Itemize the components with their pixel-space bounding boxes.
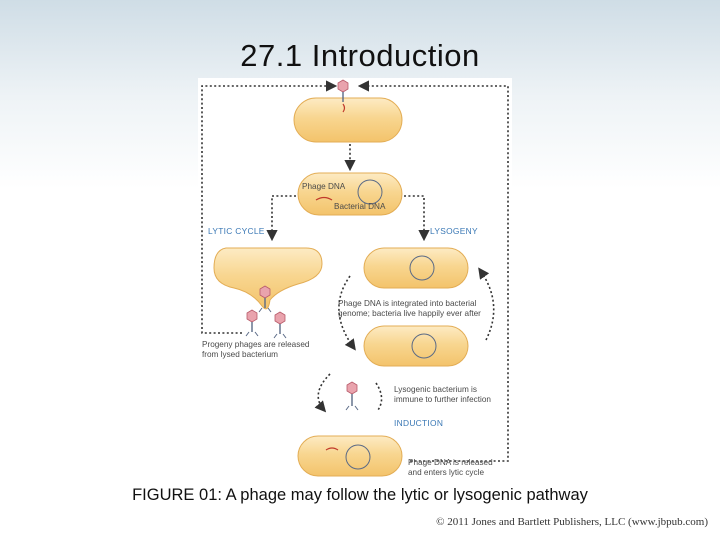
figure-caption: FIGURE 01: A phage may follow the lytic … [132,486,588,504]
infected-cell [293,97,403,143]
lifecycle-diagram [201,79,509,477]
induced-cell [297,435,403,477]
slide-title: 27.1 Introduction [240,38,480,73]
copyright-notice: © 2011 Jones and Bartlett Publishers, LL… [436,516,708,528]
lysogenic-cell-2 [363,325,469,367]
label-phage-dna: Phage DNA [302,182,346,191]
cycle-arrow-right [478,267,495,341]
heading-lytic-cycle: LYTIC CYCLE [208,226,265,236]
label-bacterial-dna: Bacterial DNA [334,202,386,211]
phage-dna-strand [315,196,333,201]
released-phage-dna [325,447,339,451]
phage-icon-lytic-1 [258,285,272,313]
lytic-return-arrow [201,80,338,334]
phage-icon-lytic-3 [273,311,287,339]
bacterial-dna-circle-2 [345,444,371,470]
branch-to-lytic [266,195,296,242]
dna-cell [297,172,403,216]
heading-lysogeny: LYSOGENY [430,226,478,236]
lysogenic-cell-1 [363,247,469,289]
heading-induction: INDUCTION [394,418,444,428]
phage-icon-top [337,79,349,102]
induction-return-arrow [357,80,509,462]
phage-icon-lytic-2 [245,309,259,337]
immunity-arc [375,382,383,411]
label-progeny-line-1: Progeny phages are released [202,340,310,349]
label-immune-line-2: immune to further infection [394,395,491,404]
bacterial-dna-circle [357,179,383,205]
label-integrated-line-1: Phage DNA is integrated into bacterial [338,299,477,308]
label-integrated-line-2: genome; bacteria live happily ever after [338,309,481,318]
integrated-dna-circle-1 [409,255,435,281]
label-immune-line-1: Lysogenic bacterium is [394,385,477,394]
label-released-line-1: Phage DNA is released [408,458,493,467]
phage-lifecycle-figure: Phage DNA Bacterial DNA LYTIC CYCLE LYSO… [198,78,512,478]
label-released-line-2: and enters lytic cycle [408,468,484,477]
branch-to-lysogeny [404,195,430,242]
integrated-dna-circle-2 [411,333,437,359]
lysed-cell [213,247,323,310]
injected-phage-dna [342,103,346,113]
phage-icon-immunity [345,381,359,411]
label-progeny-line-2: from lysed bacterium [202,350,278,359]
immunity-arrow [314,373,331,413]
